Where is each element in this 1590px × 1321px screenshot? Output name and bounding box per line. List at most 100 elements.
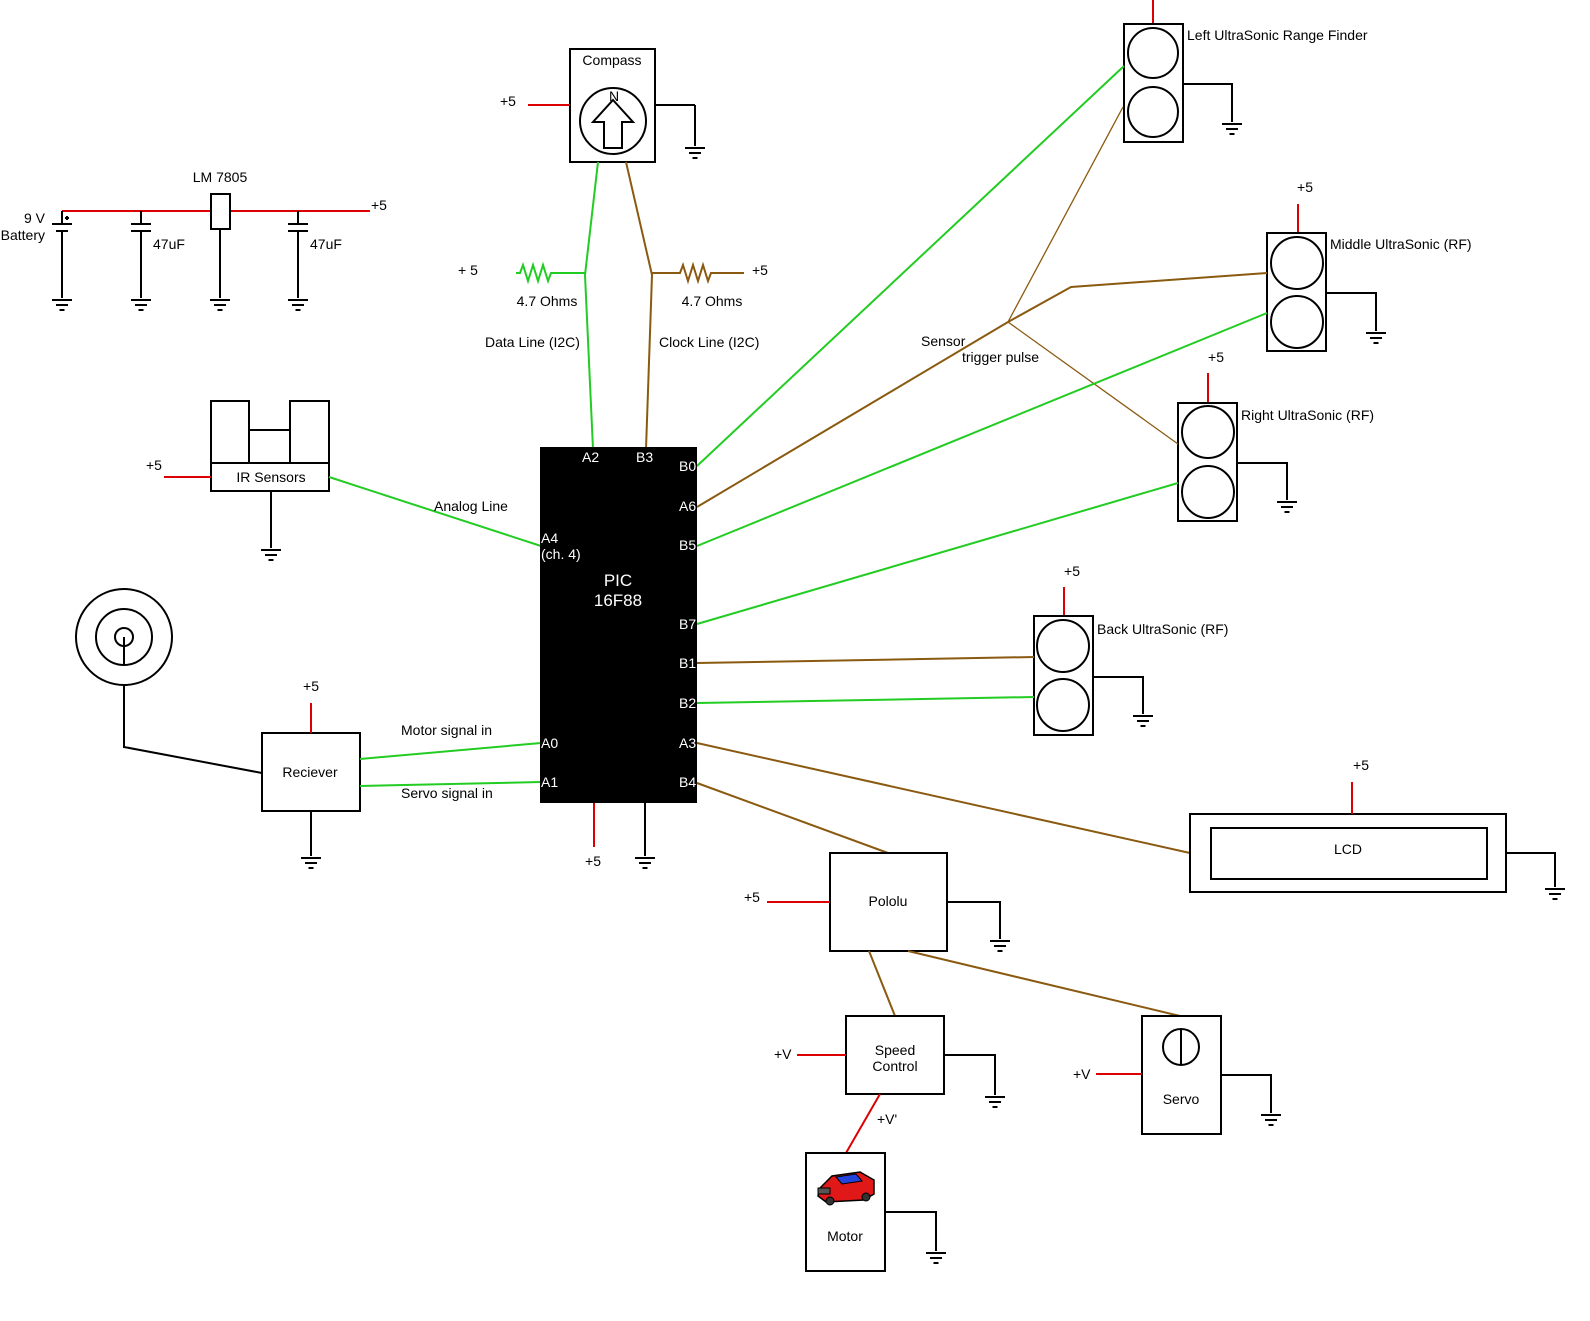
ground-icon [634, 857, 656, 869]
compass-north-label: N [609, 88, 619, 104]
ir-sensors: IR Sensors +5 Analog Line [146, 400, 542, 561]
ir-power-label: +5 [146, 457, 162, 473]
regulator-label: LM 7805 [193, 169, 248, 185]
clock-line-label: Clock Line (I2C) [659, 334, 759, 350]
servo-signal-line [359, 781, 542, 787]
pin-a0: A0 [541, 735, 558, 751]
back-ultrasonic: +5 Back UltraSonic (RF) [1033, 563, 1228, 736]
pololu-label: Pololu [869, 893, 908, 909]
pic-power-label: +5 [585, 853, 601, 869]
speed-control-label-1: Speed [875, 1042, 915, 1058]
ground-icon [989, 940, 1011, 952]
sensor-trigger-label-2: trigger pulse [962, 349, 1039, 365]
lcd-label: LCD [1334, 841, 1362, 857]
ground-icon [209, 299, 231, 311]
pin-b7: B7 [679, 616, 696, 632]
speed-control-power-label: +V [774, 1046, 792, 1062]
ground-icon [260, 549, 282, 561]
sensor-wiring: Sensor trigger pulse [696, 65, 1268, 704]
motor-signal-label: Motor signal in [401, 722, 492, 738]
speed-control: Speed Control +V +V' [774, 1015, 1006, 1154]
ground-icon [1260, 1114, 1282, 1126]
analog-line-label: Analog Line [434, 498, 508, 514]
ir-sensors-label: IR Sensors [236, 469, 305, 485]
compass-label: Compass [582, 52, 641, 68]
battery-voltage: 9 V [24, 210, 46, 226]
motor-voltage-label: +V' [877, 1111, 897, 1127]
i2c-wiring: + 5 +5 4.7 Ohms 4.7 Ohms Data Line (I2C)… [458, 161, 768, 450]
red-car-icon [817, 1171, 875, 1206]
pic-name: PIC [604, 571, 632, 590]
data-line-i2c [583, 161, 599, 450]
motor-label: Motor [827, 1228, 863, 1244]
receiver-power-label: +5 [303, 678, 319, 694]
motor-module: Motor [805, 1152, 947, 1272]
servo-module: Servo +V [1073, 1015, 1282, 1135]
resistor-right-power: +5 [752, 262, 768, 278]
resistor-left-power: + 5 [458, 262, 478, 278]
ground-icon [300, 857, 322, 869]
pololu-power-label: +5 [744, 889, 760, 905]
back-ultrasonic-label: Back UltraSonic (RF) [1097, 621, 1228, 637]
pin-b1: B1 [679, 655, 696, 671]
pin-a3: A3 [679, 735, 696, 751]
pin-a4-channel: (ch. 4) [541, 546, 581, 562]
ground-icon [287, 299, 309, 311]
capacitor-1-label: 47uF [153, 236, 185, 252]
battery-label: Battery [1, 227, 45, 243]
motor-signal-line [359, 742, 542, 760]
capacitor-icon [131, 211, 151, 298]
speed-control-label-2: Control [872, 1058, 917, 1074]
servo-power-label: +V [1073, 1066, 1091, 1082]
back-power-label: +5 [1064, 563, 1080, 579]
servo-label: Servo [1163, 1091, 1200, 1107]
left-ultrasonic-label: Left UltraSonic Range Finder [1187, 27, 1368, 43]
middle-ultrasonic: +5 Middle UltraSonic (RF) [1266, 179, 1472, 352]
lcd-power-label: +5 [1353, 757, 1369, 773]
middle-power-label: +5 [1297, 179, 1313, 195]
power-supply: 9 V Battery LM 7805 47uF 47uF +5 [1, 169, 387, 311]
compass-arrow-icon [590, 98, 636, 149]
ground-icon [1544, 888, 1566, 900]
pin-a1: A1 [541, 774, 558, 790]
antenna-icon [75, 588, 173, 686]
resistor-icon [652, 261, 744, 285]
left-ultrasonic: Left UltraSonic Range Finder [1123, 0, 1368, 143]
right-ultrasonic: +5 Right UltraSonic (RF) [1177, 349, 1374, 522]
ground-icon [51, 299, 73, 311]
receiver-section: Reciever +5 Motor signal in Servo signal… [75, 588, 542, 869]
resistor-icon [516, 261, 585, 285]
ground-icon [1132, 715, 1154, 727]
regulator-lm7805 [210, 193, 231, 230]
ground-icon [925, 1252, 947, 1264]
lcd-module: LCD +5 [696, 742, 1566, 900]
pin-b4: B4 [679, 774, 696, 790]
capacitor-icon [288, 211, 308, 298]
pin-a4: A4 [541, 530, 558, 546]
data-line-label: Data Line (I2C) [485, 334, 580, 350]
pin-b5: B5 [679, 537, 696, 553]
analog-line [328, 476, 542, 547]
pin-b0: B0 [679, 458, 696, 474]
pololu-module: Pololu +5 [696, 782, 1181, 1017]
pic-microcontroller: PIC 16F88 A2 B3 B0 A6 B5 A4 (ch. 4) B7 B… [540, 447, 697, 869]
compass-module: Compass N +5 [500, 48, 706, 163]
receiver-label: Reciever [282, 764, 338, 780]
resistor-left-value: 4.7 Ohms [517, 293, 578, 309]
pin-b3: B3 [636, 449, 653, 465]
sensor-trigger-label-1: Sensor [921, 333, 966, 349]
supply-output-label: +5 [371, 197, 387, 213]
right-ultrasonic-label: Right UltraSonic (RF) [1241, 407, 1374, 423]
middle-ultrasonic-label: Middle UltraSonic (RF) [1330, 236, 1472, 252]
ground-icon [984, 1096, 1006, 1108]
pin-a6: A6 [679, 498, 696, 514]
servo-signal-label: Servo signal in [401, 785, 493, 801]
capacitor-2-label: 47uF [310, 236, 342, 252]
ground-icon [130, 299, 152, 311]
battery-icon [52, 211, 72, 298]
ground-icon [684, 147, 706, 159]
pin-a2: A2 [582, 449, 599, 465]
resistor-right-value: 4.7 Ohms [682, 293, 743, 309]
ground-icon [1221, 123, 1243, 135]
